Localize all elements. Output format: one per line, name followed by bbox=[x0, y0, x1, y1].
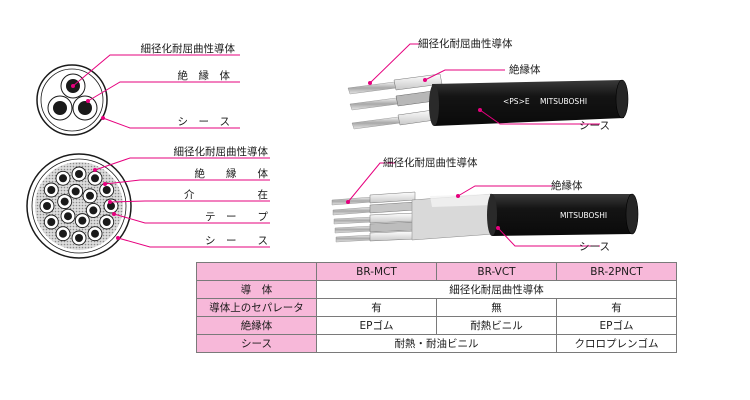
core bbox=[57, 194, 73, 210]
core bbox=[99, 214, 115, 230]
core bbox=[87, 226, 103, 242]
label-insulation: 絶縁体 bbox=[509, 63, 541, 76]
label-sheath: シ ー ス bbox=[205, 235, 268, 247]
core bbox=[71, 166, 87, 182]
leader-lines-1 bbox=[71, 54, 240, 129]
table-cell: 耐熱・耐油ビニル bbox=[316, 334, 557, 353]
label-filler: 介 在 bbox=[184, 189, 268, 201]
table-row: 導体上のセパレータ 有 無 有 bbox=[196, 298, 677, 317]
label-conductor: 細径化耐屈曲性導体 bbox=[383, 156, 478, 169]
core bbox=[60, 208, 76, 224]
core bbox=[55, 170, 71, 186]
label-tape: テ ー プ bbox=[205, 211, 268, 223]
table-cell: クロロプレンゴム bbox=[556, 334, 677, 353]
core bbox=[82, 188, 98, 204]
label-insulation: 絶 縁 体 bbox=[178, 69, 231, 82]
core bbox=[39, 198, 55, 214]
cable-side-view-1 bbox=[347, 73, 629, 130]
table-cell: 細径化耐屈曲性導体 bbox=[316, 280, 677, 299]
core bbox=[85, 202, 101, 218]
core bbox=[47, 95, 73, 121]
cable-print-mark: <PS>E bbox=[503, 97, 530, 106]
core bbox=[99, 182, 115, 198]
cross-section-multicore bbox=[26, 153, 132, 259]
label-conductor: 細径化耐屈曲性導体 bbox=[174, 145, 269, 158]
table-cell: 有 bbox=[556, 298, 677, 317]
row-header: 導体上のセパレータ bbox=[196, 298, 317, 317]
label-sheath: シース bbox=[579, 120, 610, 132]
label-sheath: シ ー ス bbox=[178, 116, 231, 128]
leader-lines-2 bbox=[93, 157, 270, 248]
table-cell: 耐熱ビニル bbox=[436, 316, 557, 335]
label-sheath: シース bbox=[579, 241, 610, 253]
row-header: 絶縁体 bbox=[196, 316, 317, 335]
multicore-cores bbox=[39, 166, 119, 246]
cross-section-3core bbox=[36, 64, 108, 136]
core bbox=[68, 183, 84, 199]
core bbox=[103, 198, 119, 214]
table-row: 導 体 細径化耐屈曲性導体 bbox=[196, 280, 677, 299]
leader-lines-4 bbox=[346, 162, 600, 247]
row-header: シース bbox=[196, 334, 317, 353]
spec-table: BR-MCT BR-VCT BR-2PNCT 導 体 細径化耐屈曲性導体 導体上… bbox=[196, 262, 677, 353]
table-cell: EPゴム bbox=[316, 316, 437, 335]
core bbox=[43, 214, 59, 230]
label-conductor: 細径化耐屈曲性導体 bbox=[141, 42, 236, 55]
core bbox=[71, 230, 87, 246]
core bbox=[74, 213, 90, 229]
column-header: BR-2PNCT bbox=[556, 262, 677, 281]
table-header-row: BR-MCT BR-VCT BR-2PNCT bbox=[196, 262, 677, 281]
cable-print-brand: MITSUBOSHI bbox=[540, 97, 587, 106]
table-row: シース 耐熱・耐油ビニル クロロプレンゴム bbox=[196, 334, 677, 353]
leader-lines-3 bbox=[368, 43, 600, 125]
table-row: 絶縁体 EPゴム 耐熱ビニル EPゴム bbox=[196, 316, 677, 335]
label-insulation: 絶 縁 体 bbox=[195, 167, 269, 180]
column-header: BR-MCT bbox=[316, 262, 437, 281]
cable-side-view-2 bbox=[331, 191, 639, 243]
core bbox=[72, 95, 98, 121]
core bbox=[55, 226, 71, 242]
label-insulation: 絶縁体 bbox=[551, 179, 583, 192]
row-header: 導 体 bbox=[196, 280, 317, 299]
column-header: BR-VCT bbox=[436, 262, 557, 281]
label-conductor: 細径化耐屈曲性導体 bbox=[418, 37, 513, 50]
table-cell: 有 bbox=[316, 298, 437, 317]
core bbox=[87, 170, 103, 186]
core bbox=[43, 182, 59, 198]
table-cell: 無 bbox=[436, 298, 557, 317]
cable-print-brand: MITSUBOSHI bbox=[560, 211, 607, 220]
table-cell: EPゴム bbox=[556, 316, 677, 335]
table-corner bbox=[196, 262, 317, 281]
